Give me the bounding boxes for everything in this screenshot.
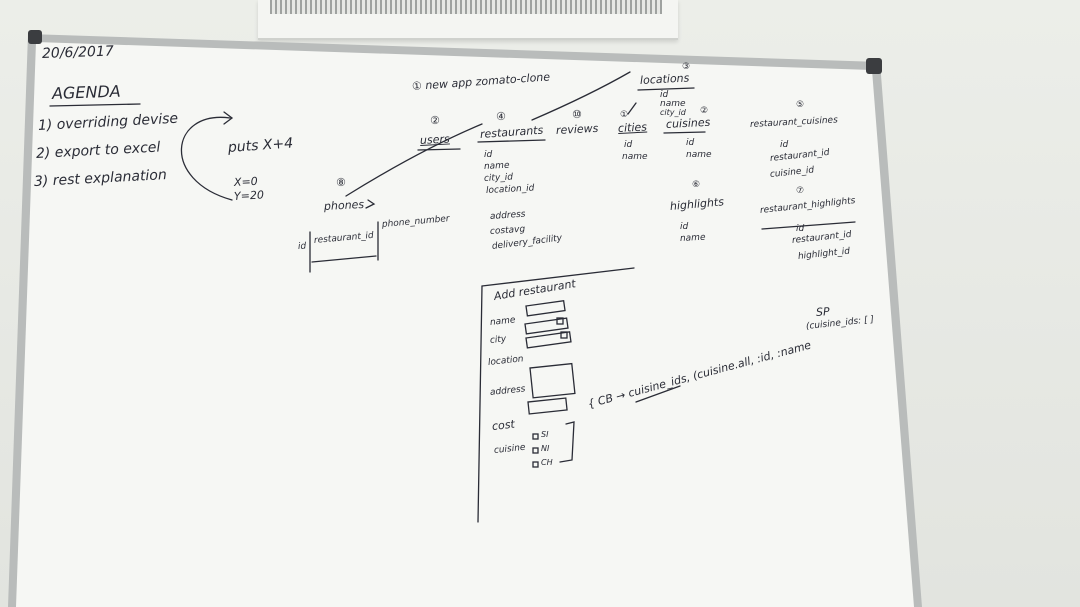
checkbox-label-si: SI <box>541 430 549 439</box>
cities-number: ① <box>620 110 629 120</box>
users-underline <box>417 148 461 151</box>
city-dropdown-arrow <box>556 317 564 325</box>
form-label-city: city <box>489 334 507 346</box>
cost-input-box <box>527 397 568 415</box>
locations-field-name: name <box>660 99 686 109</box>
locations-field-id: id <box>660 90 669 100</box>
x-value-note: X=0 <box>233 174 259 189</box>
cities-field-name: name <box>622 152 648 162</box>
locations-underline <box>637 87 695 91</box>
reviews-table-name: reviews <box>555 121 599 137</box>
cities-table-name: cities <box>617 120 648 135</box>
restaurant-highlights-underline <box>761 221 856 230</box>
restaurants-number: ④ <box>496 110 506 123</box>
agenda-title: AGENDA <box>51 81 121 103</box>
checkbox-si <box>532 433 539 440</box>
highlights-field-name: name <box>679 232 706 244</box>
form-top-line <box>481 267 635 287</box>
cities-field-id: id <box>624 140 633 150</box>
frame-corner-top-right <box>866 58 882 74</box>
phones-bottom-line <box>311 255 377 263</box>
cuisines-underline <box>663 131 706 134</box>
locations-number: ③ <box>682 62 691 72</box>
phones-table-name: phones <box>323 197 365 213</box>
city-select-box <box>524 317 569 335</box>
restaurants-field-name: name <box>483 160 510 172</box>
phones-number: ⑧ <box>336 176 346 189</box>
restaurant-highlights-number: ⑦ <box>796 186 805 196</box>
locations-field-city-id: city_id <box>660 108 686 117</box>
phones-association-line <box>345 123 483 197</box>
form-label-cost: cost <box>491 417 516 433</box>
y-value-note: Y=20 <box>233 188 265 203</box>
cuisines-table-name: cuisines <box>665 115 711 131</box>
users-number: ② <box>430 114 440 127</box>
address-textarea-box <box>529 362 576 399</box>
cuisines-field-name: name <box>686 150 712 160</box>
restaurant-cuisines-field-id: id <box>780 140 789 150</box>
location-select-box <box>525 331 572 349</box>
locations-table-name: locations <box>639 71 690 87</box>
checkbox-ch <box>532 461 539 468</box>
sp-note-title: SP <box>815 305 831 319</box>
cuisine-bracket <box>559 421 575 463</box>
users-table-name: users <box>419 132 451 147</box>
cuisines-field-id: id <box>686 138 695 148</box>
phones-field-id: id <box>297 241 307 252</box>
frame-corner-top-left <box>28 30 42 44</box>
checkbox-label-ch: CH <box>541 458 553 467</box>
restaurant-highlights-field-id: id <box>796 224 805 234</box>
form-left-line <box>477 285 483 523</box>
restaurants-field-id: id <box>484 150 493 160</box>
restaurants-underline <box>477 139 546 143</box>
date-text: 20/6/2017 <box>41 43 115 62</box>
cuisine-ids-underline <box>635 385 681 403</box>
cities-tick-mark <box>627 102 637 115</box>
checkbox-label-ni: NI <box>541 444 550 453</box>
agenda-curve-arrowhead <box>223 111 234 125</box>
cuisines-number: ② <box>700 106 709 116</box>
agenda-curve-arrow <box>180 116 233 201</box>
name-input-box <box>525 299 566 317</box>
phones-arrowhead <box>365 199 376 209</box>
highlights-field-id: id <box>680 222 689 232</box>
highlights-number: ⑥ <box>692 180 701 190</box>
agenda-underline <box>49 103 141 107</box>
locations-association-line <box>531 71 631 121</box>
checkbox-ni <box>532 447 539 454</box>
restaurants-field-city-id: city_id <box>483 172 514 184</box>
whiteboard-surface <box>16 42 914 607</box>
restaurant-cuisines-number: ⑤ <box>796 100 805 110</box>
reviews-number: ⑩ <box>572 108 582 121</box>
location-dropdown-arrow <box>560 331 568 339</box>
air-conditioner-vent <box>270 0 662 14</box>
